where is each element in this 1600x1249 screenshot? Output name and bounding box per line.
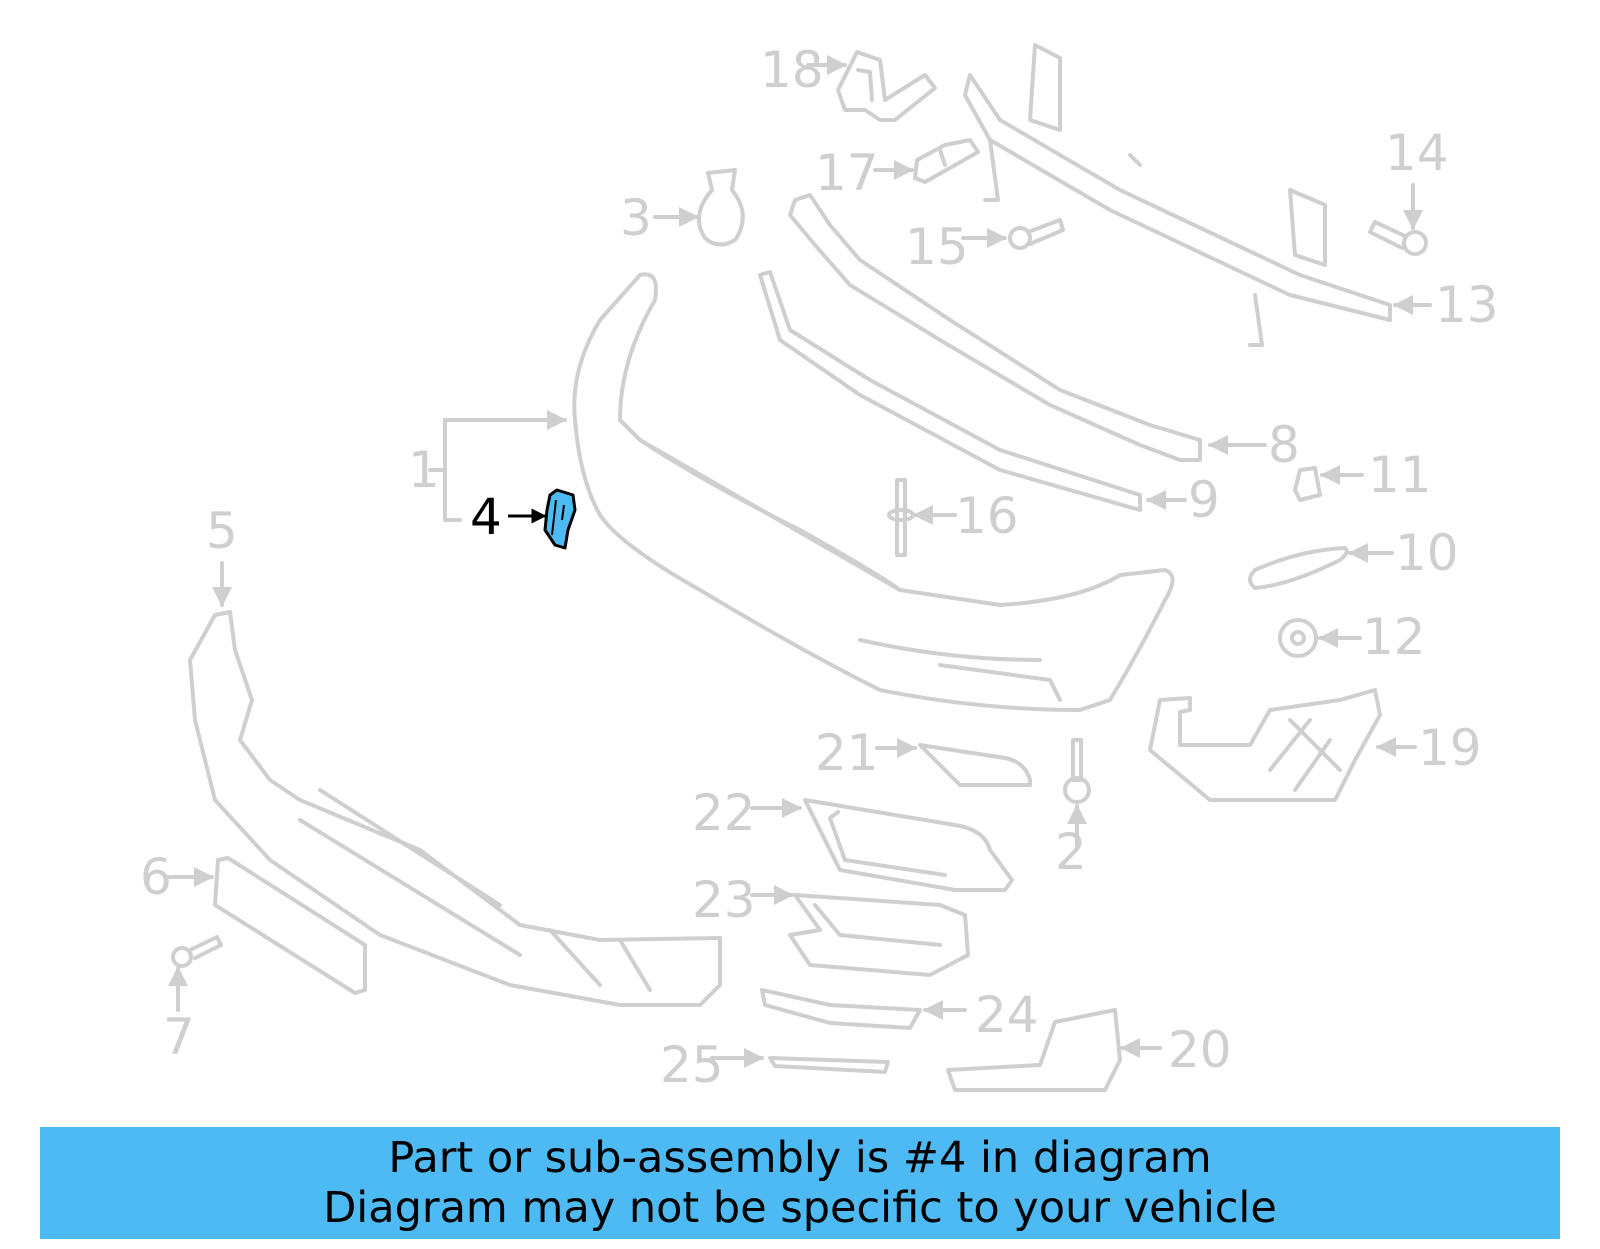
caption-banner: Part or sub-assembly is #4 in diagram Di…: [40, 1127, 1560, 1239]
part-25-strip: [768, 1056, 890, 1074]
part-17-sensor: [913, 138, 980, 184]
part-1-bumper-cover: [572, 272, 1175, 712]
callout-24: 24: [975, 986, 1039, 1044]
part-16-rivet: [887, 478, 915, 557]
callout-6: 6: [140, 848, 172, 906]
part-15-bolt: [1008, 218, 1065, 250]
callout-1: 1: [408, 441, 440, 499]
part-10-reflector: [1248, 546, 1349, 590]
callout-19: 19: [1418, 719, 1482, 777]
part-21-insert: [918, 743, 1032, 787]
part-2-screw: [1063, 738, 1091, 804]
part-19-bracket: [1148, 688, 1382, 802]
callout-15: 15: [905, 218, 969, 276]
part-23-bezel: [788, 893, 970, 977]
callout-25: 25: [660, 1036, 724, 1094]
callout-18: 18: [760, 41, 824, 99]
callout-21: 21: [815, 724, 879, 782]
part-3-cap: [696, 168, 745, 247]
part-11-clip: [1293, 466, 1322, 502]
callout-5: 5: [206, 502, 238, 560]
callout-17: 17: [815, 144, 879, 202]
callout-14: 14: [1385, 124, 1449, 182]
callout-22: 22: [692, 784, 756, 842]
banner-line-disclaimer: Diagram may not be specific to your vehi…: [323, 1183, 1277, 1233]
part-12-grommet: [1278, 618, 1318, 658]
callout-11: 11: [1368, 446, 1432, 504]
banner-line-part-number: Part or sub-assembly is #4 in diagram: [388, 1133, 1212, 1183]
part-4-highlighted-bracket: [508, 488, 577, 550]
part-24-trim: [760, 988, 922, 1030]
part-18-bracket: [836, 50, 937, 122]
callout-20: 20: [1168, 1021, 1232, 1079]
callout-13: 13: [1435, 276, 1499, 334]
callout-7: 7: [163, 1008, 195, 1066]
callout-2: 2: [1055, 823, 1087, 881]
part-14-bolt: [1368, 220, 1428, 256]
part-5-lower-valance: [188, 610, 722, 1007]
callout-8: 8: [1268, 416, 1300, 474]
callout-10: 10: [1395, 524, 1459, 582]
callout-12: 12: [1362, 608, 1426, 666]
callout-23: 23: [692, 871, 756, 929]
part-7-screw: [171, 935, 223, 968]
parts-diagram: [166, 43, 1432, 1092]
part-9-strip: [758, 270, 1142, 512]
part-20-end-cap: [946, 1008, 1122, 1092]
part-6-license-bracket: [213, 856, 367, 995]
callout-9: 9: [1188, 471, 1220, 529]
part-13-bumper-reinforcement: [963, 43, 1392, 347]
callout-4-highlighted: 4: [470, 488, 502, 546]
part-8-absorber: [788, 193, 1202, 462]
callout-3: 3: [620, 189, 652, 247]
callout-16: 16: [955, 487, 1019, 545]
part-22-bezel: [803, 798, 1014, 892]
